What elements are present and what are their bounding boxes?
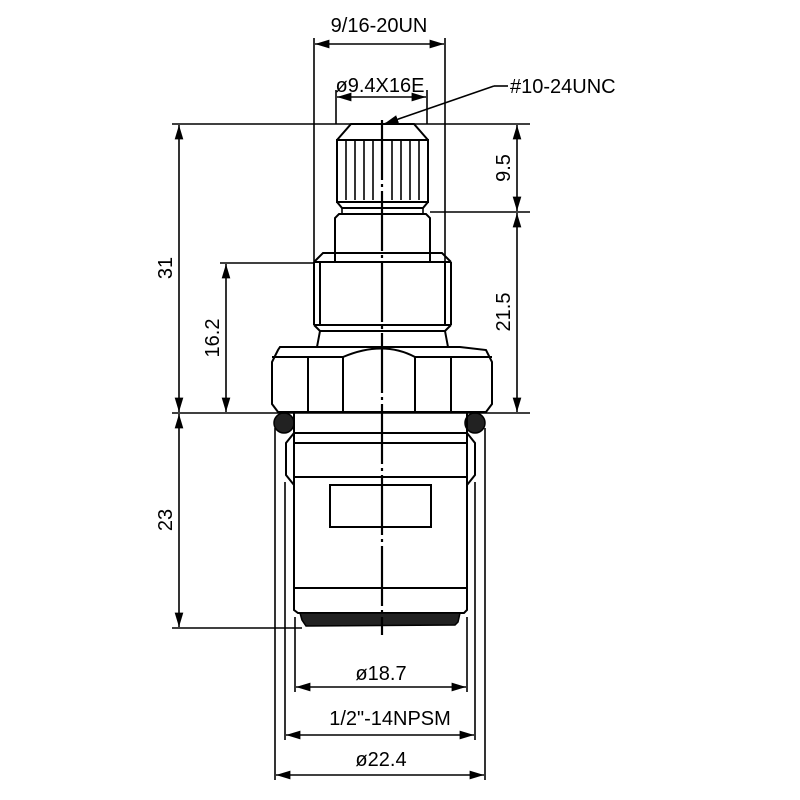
pipe-thread-label: 1/2"-14NPSM [329, 708, 451, 730]
dim-outer-diameter: ø22.4 [276, 749, 484, 780]
top-thread-label: 9/16-20UN [331, 15, 428, 37]
dim-pipe-thread: 1/2"-14NPSM [286, 708, 474, 740]
dim-thread-height: 16.2 [202, 264, 231, 412]
spline-height-label: 9.5 [493, 154, 515, 182]
port-window [329, 484, 432, 528]
screw-thread-label: #10-24UNC [510, 76, 616, 98]
dim-inner-diameter: ø18.7 [296, 663, 466, 692]
inner-diameter-label: ø18.7 [355, 663, 406, 685]
upper-body-height-label: 21.5 [493, 293, 515, 332]
dim-lower-body-height: 23 [155, 414, 184, 627]
spline-teeth [345, 140, 420, 200]
spline-label: ø9.4X16E [336, 75, 425, 97]
outer-diameter-label: ø22.4 [355, 749, 406, 771]
thread-height-label: 16.2 [202, 319, 224, 358]
dim-screw-leader: #10-24UNC [383, 76, 616, 125]
dim-spline-height: 9.5 [493, 125, 522, 211]
dim-spline: ø9.4X16E [335, 75, 428, 124]
o-ring-left [273, 412, 295, 434]
dim-upper-body-height: 21.5 [493, 213, 522, 412]
dim-overall-upper-height: 31 [155, 125, 184, 412]
lower-body-height-label: 23 [155, 509, 177, 531]
overall-upper-height-label: 31 [155, 257, 177, 279]
bottom-seal [299, 612, 461, 627]
dim-top-thread: 9/16-20UN [313, 15, 446, 262]
